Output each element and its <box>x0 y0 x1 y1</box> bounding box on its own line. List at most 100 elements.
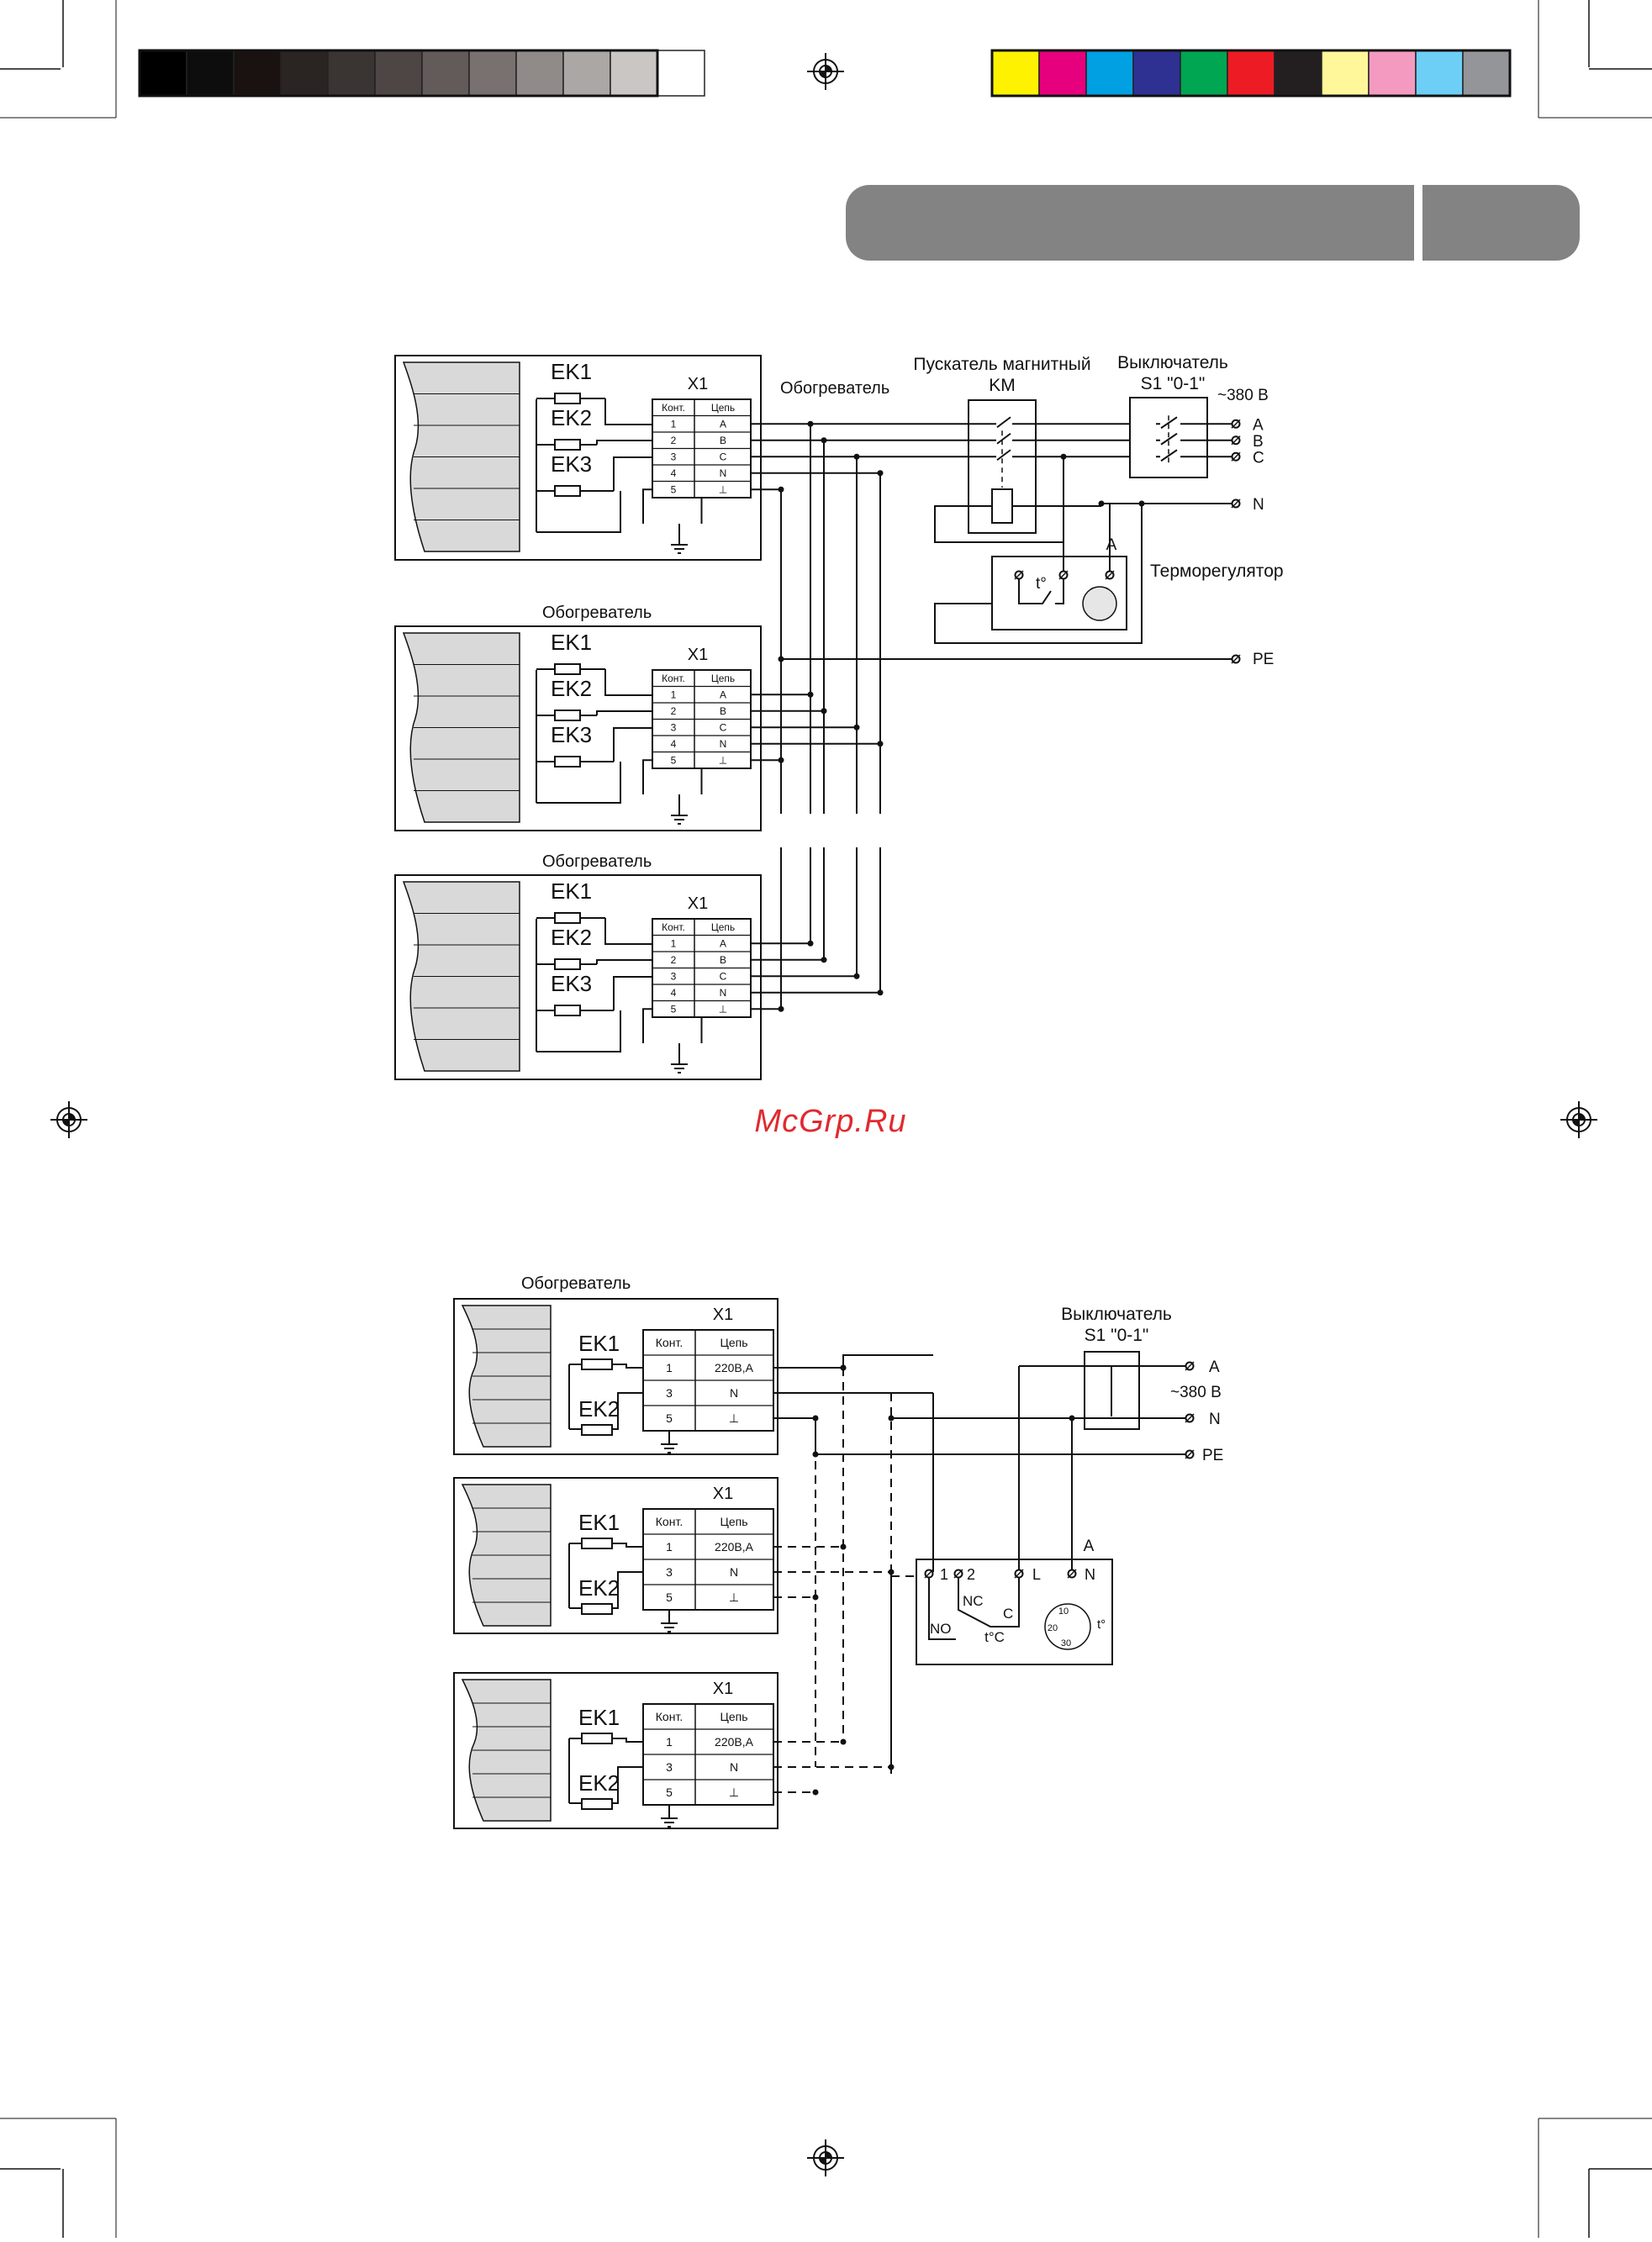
switch-blade <box>1160 432 1178 446</box>
junction-dot <box>1098 500 1105 507</box>
table-header: Конт. <box>662 673 685 684</box>
color-swatch <box>1180 50 1228 97</box>
registration-mark-right <box>1560 1101 1597 1138</box>
gray-swatch <box>374 50 423 97</box>
ek-label: EK1 <box>578 1331 620 1356</box>
phase-label: B <box>1253 433 1264 451</box>
wire-ek3 <box>613 727 652 762</box>
wire-ek1 <box>604 918 652 945</box>
switch-label: Выключатель <box>1061 1305 1172 1324</box>
terminal-slash <box>1185 1413 1195 1423</box>
heater-caption: Обогреватель <box>521 1274 631 1293</box>
heater-caption: Обогреватель <box>542 604 652 622</box>
table-cell: ⊥ <box>719 1004 727 1015</box>
terminal-a <box>1231 419 1241 429</box>
ek-label: EK2 <box>551 405 592 430</box>
table-cell: A <box>720 689 726 701</box>
t-terminal-l <box>1014 1569 1024 1579</box>
gray-swatch <box>421 50 470 97</box>
table-cell: N <box>720 987 727 999</box>
switch-sub: S1 "0-1" <box>1085 1326 1149 1345</box>
table-cell: N <box>730 1565 738 1579</box>
terminal-slash <box>1014 1569 1024 1579</box>
table-header: Цепь <box>711 921 735 933</box>
heater-fins-panel <box>461 1679 552 1822</box>
ek-label: EK1 <box>578 1705 620 1730</box>
dial-mark: 30 <box>1061 1638 1071 1649</box>
heater-housing <box>453 1477 778 1634</box>
terminal-num: N <box>1085 1566 1095 1583</box>
table-header: Конт. <box>656 1515 683 1528</box>
heater-housing <box>394 625 762 831</box>
table-cell: C <box>720 722 727 734</box>
wire <box>642 1008 652 1043</box>
resistor-ek1 <box>554 663 581 675</box>
resistor-ek1 <box>581 1538 613 1549</box>
table-cell: 220В,А <box>715 1735 754 1749</box>
color-swatch <box>1085 50 1134 97</box>
terminal-c <box>1231 451 1241 462</box>
coil-wire <box>934 505 1064 543</box>
x1-label: X1 <box>688 646 708 664</box>
registration-mark-left <box>50 1101 87 1138</box>
gray-swatch <box>515 50 564 97</box>
terminal-slash <box>1185 1361 1195 1371</box>
table-cell: ⊥ <box>719 484 727 496</box>
junction-dot <box>812 1789 819 1796</box>
table-cell: A <box>720 938 726 950</box>
header-tab-divider <box>1414 185 1422 261</box>
color-bar-frame <box>990 49 1512 98</box>
dial-mark: 10 <box>1058 1606 1069 1617</box>
junction-dot <box>888 1415 895 1422</box>
terminal-slash <box>1231 499 1241 509</box>
ek-label: EK2 <box>578 1770 620 1796</box>
table-cell: N <box>730 1386 738 1400</box>
table-cell: 3 <box>666 1565 673 1579</box>
ground-symbol <box>671 802 688 825</box>
terminal-num: 2 <box>967 1566 975 1583</box>
no-contact <box>928 1578 956 1640</box>
t-terminal <box>1014 570 1024 580</box>
switch-blade <box>1160 416 1178 430</box>
table-cell: 5 <box>666 1591 673 1604</box>
x1-label: X1 <box>713 1485 733 1503</box>
supply-label: ~380 В <box>1170 1384 1222 1401</box>
table-header: Цепь <box>720 1336 747 1349</box>
gray-bar-frame <box>138 49 659 98</box>
gray-swatch <box>139 50 187 97</box>
gray-swatch <box>468 50 517 97</box>
junction-dot <box>778 656 784 662</box>
grayscale-bar <box>138 49 705 98</box>
table-cell: N <box>720 738 727 750</box>
terminal-slash <box>1067 1569 1077 1579</box>
table-cell: B <box>720 435 726 446</box>
table-cell: C <box>720 971 727 983</box>
resistor-ek2 <box>554 710 581 721</box>
thermostat-box <box>991 556 1127 630</box>
neutral-label: N <box>1209 1411 1221 1428</box>
resistor-ek2 <box>554 958 581 970</box>
color-swatch <box>1321 50 1370 97</box>
heater-caption: Обогреватель <box>542 852 652 871</box>
t-terminal-2 <box>953 1569 963 1579</box>
wire <box>642 488 652 524</box>
registration-mark-top <box>807 53 844 90</box>
ek-label: EK2 <box>578 1396 620 1422</box>
color-swatch <box>1462 50 1511 97</box>
table-cell: 220В,А <box>715 1361 754 1374</box>
t-terminal-n <box>1067 1569 1077 1579</box>
table-cell: N <box>720 467 727 479</box>
resistor-ek3 <box>554 756 581 768</box>
terminal-slash <box>1014 570 1024 580</box>
wire <box>536 491 621 533</box>
ek-label: EK2 <box>578 1575 620 1601</box>
header-tab <box>846 185 1580 261</box>
table-cell: 3 <box>671 971 677 983</box>
terminal-b <box>1231 435 1241 446</box>
terminal-a <box>1185 1361 1195 1371</box>
heater-housing <box>394 874 762 1080</box>
